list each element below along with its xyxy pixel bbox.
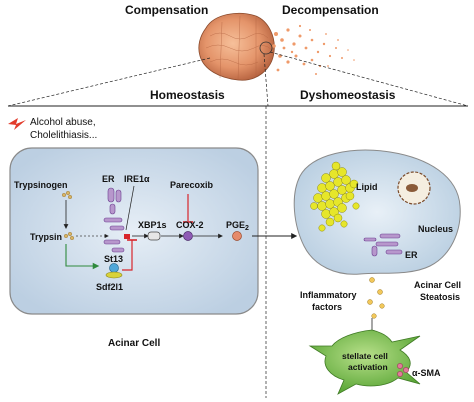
sdf2l1-node xyxy=(105,271,123,279)
pge2-label: PGE2 xyxy=(226,220,249,232)
dyshomeostasis-title: Dyshomeostasis xyxy=(300,88,396,102)
parecoxib-label: Parecoxib xyxy=(170,180,214,190)
trypsinogen-label: Trypsinogen xyxy=(14,180,68,190)
er-label: ER xyxy=(102,174,115,184)
er-organelle xyxy=(103,187,125,253)
steatosis-caption-1: Acinar Cell xyxy=(414,280,461,290)
inflammatory-line1: Inflammatory xyxy=(300,290,357,300)
homeostasis-title: Homeostasis xyxy=(150,88,225,102)
trypsin-icon xyxy=(63,231,74,240)
er-organelle-right xyxy=(363,233,403,257)
trypsinogen-icon xyxy=(62,190,72,199)
ire1a-marker xyxy=(124,234,130,239)
inflammatory-dots xyxy=(367,277,385,319)
causes-line2: Cholelithiasis... xyxy=(30,130,97,141)
lipid-label: Lipid xyxy=(356,182,378,192)
decompensation-label: Decompensation xyxy=(282,3,379,17)
stellate-line1: stellate cell xyxy=(342,351,388,361)
st13-node xyxy=(109,263,119,273)
lipid-droplets xyxy=(310,161,360,232)
cox2-label: COX-2 xyxy=(176,220,204,230)
stellate-cell xyxy=(308,329,421,395)
lightning-icon xyxy=(8,118,26,130)
xbp1s-label: XBP1s xyxy=(138,220,167,230)
asma-icon xyxy=(397,363,409,377)
trypsin-label: Trypsin xyxy=(30,232,62,242)
xbp1s-node xyxy=(147,231,161,241)
steatotic-acinar-cell xyxy=(293,149,461,275)
ire1a-label: IRE1α xyxy=(124,174,150,184)
acinar-cell xyxy=(9,147,259,315)
steatosis-caption-2: Steatosis xyxy=(420,292,460,302)
inflammatory-line2: factors xyxy=(312,302,342,312)
asma-label: α-SMA xyxy=(412,368,441,378)
nucleolus xyxy=(406,184,418,192)
sdf2l1-label: Sdf2l1 xyxy=(96,282,123,292)
stellate-line2: activation xyxy=(348,362,388,372)
st13-label: St13 xyxy=(104,254,123,264)
er-label-right: ER xyxy=(405,250,418,260)
cox2-node xyxy=(183,231,193,241)
causes-line1: Alcohol abuse, xyxy=(30,117,96,128)
liver-illustration xyxy=(198,12,355,81)
pge2-node xyxy=(232,231,242,241)
compensation-label: Compensation xyxy=(125,3,208,17)
nucleus-label: Nucleus xyxy=(418,224,453,234)
acinar-cell-caption: Acinar Cell xyxy=(108,338,160,349)
